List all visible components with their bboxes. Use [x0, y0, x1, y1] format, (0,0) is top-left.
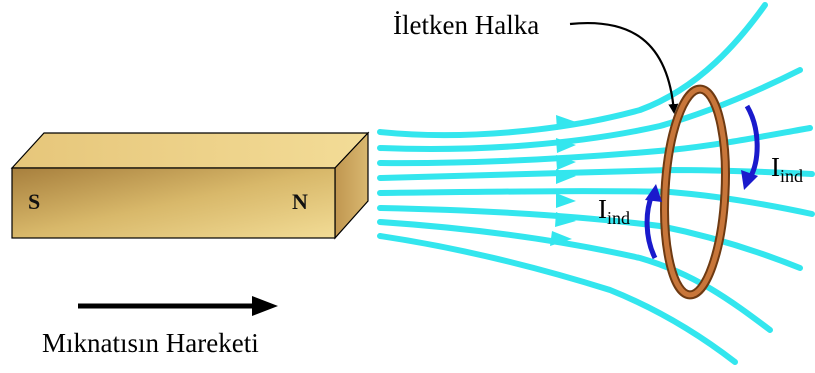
field-line — [377, 205, 803, 271]
conducting-ring — [660, 84, 730, 300]
induced-current-lower: Iind — [598, 184, 662, 260]
motion-arrowhead — [252, 296, 278, 316]
current-subscript: ind — [607, 208, 630, 228]
current-label-lower: Iind — [598, 194, 630, 228]
motion-label: Mıknatısın Hareketi — [42, 328, 259, 358]
field-arrowhead — [556, 169, 576, 184]
magnet-top-face — [10, 132, 370, 169]
field-arrowhead — [555, 212, 576, 227]
current-arrow-upper — [744, 104, 760, 180]
current-label-upper: Iind — [771, 152, 803, 186]
field-arrowhead — [556, 138, 576, 153]
north-pole-label: N — [292, 189, 308, 214]
current-arrowhead-lower — [645, 184, 662, 202]
ring-front — [662, 86, 728, 298]
field-line — [377, 188, 815, 217]
ring-pointer-arrow — [569, 22, 679, 114]
field-line — [377, 166, 815, 181]
magnet-front-face — [11, 167, 336, 239]
current-arrowhead-upper — [741, 170, 758, 190]
bar-magnet: S N — [10, 131, 370, 240]
current-symbol: I — [598, 194, 607, 224]
field-line — [377, 67, 803, 153]
field-direction-arrows — [550, 115, 576, 246]
field-lines — [377, 2, 815, 365]
field-arrowhead — [556, 193, 576, 208]
field-line — [377, 2, 768, 139]
field-line — [377, 125, 813, 167]
current-symbol: I — [771, 152, 780, 182]
induced-current-upper: Iind — [741, 104, 803, 190]
current-subscript: ind — [780, 166, 803, 186]
field-arrowhead — [550, 231, 572, 246]
ring-label: İletken Halka — [393, 10, 539, 40]
field-arrowhead — [556, 115, 576, 130]
ring-label-group: İletken Halka — [393, 10, 679, 114]
field-line — [377, 233, 738, 365]
field-arrowhead — [556, 155, 576, 170]
south-pole-label: S — [28, 189, 40, 214]
field-line — [377, 219, 773, 333]
magnet-motion: Mıknatısın Hareketi — [42, 296, 278, 358]
